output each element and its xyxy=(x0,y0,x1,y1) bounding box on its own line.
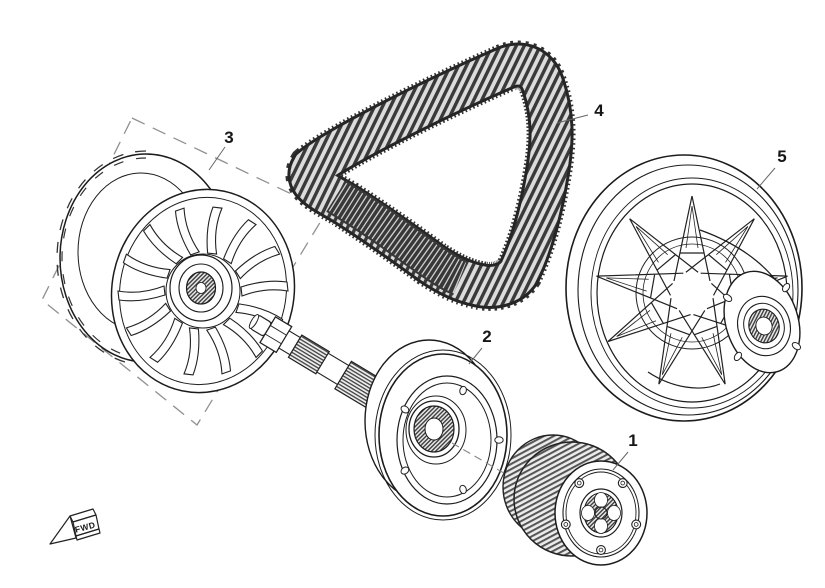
pulley-bearing-hub xyxy=(721,270,803,374)
callout-1-leader xyxy=(612,451,629,471)
callout-5-leader xyxy=(756,167,776,190)
callout-1-label: 1 xyxy=(628,431,637,450)
part-2-clutch-drum-shaft xyxy=(248,313,512,521)
callout-4: 4 xyxy=(556,101,604,124)
callout-3-label: 3 xyxy=(224,128,233,147)
callouts: 3 4 5 2 1 xyxy=(208,101,787,471)
drum-housing xyxy=(364,339,512,521)
part-3-boundary-dashed-box xyxy=(41,117,328,426)
callout-4-leader xyxy=(556,114,589,124)
callout-5-label: 5 xyxy=(777,147,786,166)
fwd-direction-marker: FWD xyxy=(49,508,101,545)
callout-3-leader xyxy=(208,146,226,171)
callout-5: 5 xyxy=(756,147,787,190)
callout-1: 1 xyxy=(612,431,638,471)
callout-2-label: 2 xyxy=(482,327,491,346)
clutch-front-face xyxy=(554,460,648,566)
part-4-drive-belt xyxy=(285,40,576,311)
part-3-primary-variator xyxy=(56,150,296,394)
part-5-driven-pulley xyxy=(565,154,803,422)
callout-2: 2 xyxy=(468,327,492,365)
callout-4-label: 4 xyxy=(594,101,604,120)
fwd-arrow-head xyxy=(49,515,77,545)
variator-splined-hub xyxy=(169,254,233,322)
fwd-arrow-box-depth xyxy=(75,528,101,541)
callout-3: 3 xyxy=(208,128,234,171)
belt-inner-dark-face xyxy=(326,180,468,296)
part-1-centrifugal-clutch xyxy=(502,434,648,566)
callout-2-leader xyxy=(468,347,483,365)
